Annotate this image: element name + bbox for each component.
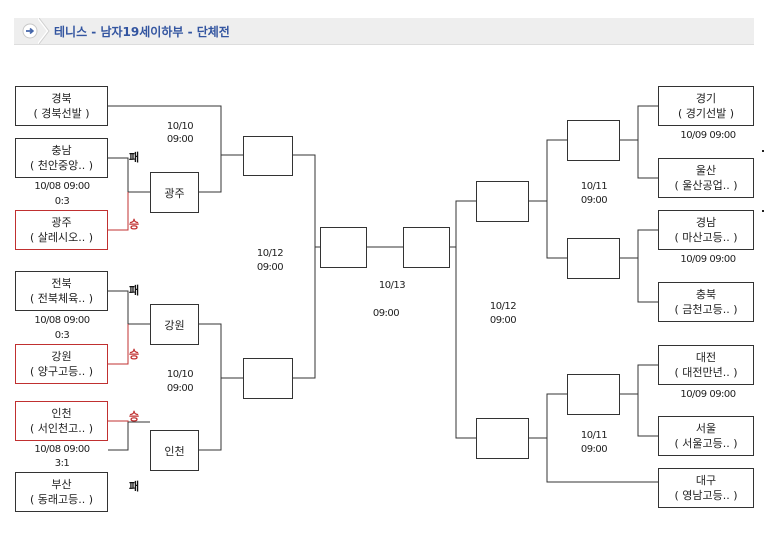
arrow-right-circle-icon	[22, 23, 38, 39]
team-card-right-4[interactable]: 충북 ( 금천고등.. )	[658, 282, 754, 322]
team-school: ( 경북선발 )	[33, 107, 90, 120]
round-date: 10/11	[580, 181, 608, 192]
team-school: ( 마산고등.. )	[674, 231, 738, 244]
round3-slot-right-2[interactable]	[476, 418, 529, 459]
round2-slot-left-2[interactable]: 강원	[150, 304, 199, 345]
edge-dot	[762, 210, 764, 212]
match-score: 3:1	[54, 458, 70, 469]
round2-slot-right-3[interactable]	[567, 374, 620, 415]
team-region: 서울	[695, 422, 717, 435]
team-school: ( 금천고등.. )	[674, 303, 738, 316]
team-region: 경북	[51, 92, 72, 105]
slot-team: 강원	[164, 318, 185, 332]
round-time: 09:00	[166, 134, 194, 145]
round-time: 09:00	[580, 444, 608, 455]
team-card-left-7[interactable]: 부산 ( 동래고등.. )	[15, 472, 108, 512]
team-school: ( 양구고등.. )	[29, 365, 94, 378]
round-time: 09:00	[256, 262, 284, 273]
team-region: 강원	[51, 350, 72, 363]
round-date: 10/10	[166, 121, 194, 132]
match-date: 10/09 09:00	[680, 130, 736, 141]
title-bar: 테니스 - 남자19세이하부 - 단체전	[14, 18, 754, 45]
team-region: 경남	[695, 216, 717, 229]
team-school: ( 서울고등.. )	[674, 437, 738, 450]
result-lose-marker: 패	[129, 151, 140, 164]
team-school: ( 동래고등.. )	[29, 493, 94, 506]
match-date: 10/08 09:00	[34, 181, 90, 192]
team-card-right-5[interactable]: 대전 ( 대전만년.. )	[658, 345, 754, 385]
round-time: 09:00	[166, 383, 194, 394]
team-card-right-7[interactable]: 대구 ( 영남고등.. )	[658, 468, 754, 508]
slot-team: 광주	[164, 186, 185, 200]
round-date: 10/12	[256, 248, 284, 259]
round2-slot-left-1[interactable]: 광주	[150, 172, 199, 213]
team-card-right-2[interactable]: 울산 ( 울산공업.. )	[658, 158, 754, 198]
team-school: ( 전북체육.. )	[29, 292, 94, 305]
team-card-left-4[interactable]: 전북 ( 전북체육.. )	[15, 271, 108, 311]
round-date: 10/12	[489, 301, 517, 312]
team-region: 대구	[695, 474, 717, 487]
team-school: ( 서인천고.. )	[29, 422, 94, 435]
match-score: 0:3	[54, 196, 70, 207]
round-time: 09:00	[580, 195, 608, 206]
header-divider-icon	[38, 18, 50, 44]
team-card-left-1[interactable]: 경북 ( 경북선발 )	[15, 86, 108, 126]
match-date: 10/08 09:00	[34, 444, 90, 455]
team-region: 충북	[695, 288, 717, 301]
result-win-marker: 승	[129, 218, 140, 231]
team-school: ( 천안중앙.. )	[29, 159, 94, 172]
team-region: 대전	[695, 351, 717, 364]
page-title: 테니스 - 남자19세이하부 - 단체전	[54, 25, 230, 39]
team-card-left-6[interactable]: 인천 ( 서인천고.. )	[15, 401, 108, 441]
round2-slot-left-3[interactable]: 인천	[150, 430, 199, 471]
team-region: 인천	[51, 407, 72, 420]
round-date: 10/11	[580, 430, 608, 441]
edge-dot	[762, 150, 764, 152]
team-card-right-3[interactable]: 경남 ( 마산고등.. )	[658, 210, 754, 250]
team-school: ( 경기선발 )	[677, 107, 735, 120]
team-region: 부산	[51, 478, 72, 491]
team-card-right-6[interactable]: 서울 ( 서울고등.. )	[658, 416, 754, 456]
team-school: ( 영남고등.. )	[674, 489, 738, 502]
round3-slot-left-1[interactable]	[243, 136, 293, 176]
team-region: 광주	[51, 216, 72, 229]
result-lose-marker: 패	[129, 284, 140, 297]
team-school: ( 살레시오.. )	[29, 231, 94, 244]
match-date: 10/08 09:00	[34, 315, 90, 326]
round-time: 09:00	[489, 315, 517, 326]
match-date: 10/09 09:00	[680, 389, 736, 400]
team-region: 경기	[695, 92, 717, 105]
semifinal-slot-right[interactable]	[403, 227, 450, 268]
team-card-left-2[interactable]: 충남 ( 천안중앙.. )	[15, 138, 108, 178]
team-card-right-1[interactable]: 경기 ( 경기선발 )	[658, 86, 754, 126]
match-score: 0:3	[54, 330, 70, 341]
team-region: 충남	[51, 144, 72, 157]
round2-slot-right-2[interactable]	[567, 238, 620, 279]
team-school: ( 울산공업.. )	[674, 179, 738, 192]
round3-slot-right-1[interactable]	[476, 181, 529, 222]
slot-team: 인천	[164, 444, 185, 458]
team-card-left-5[interactable]: 강원 ( 양구고등.. )	[15, 344, 108, 384]
result-lose-marker: 패	[129, 480, 140, 493]
final-time: 09:00	[372, 308, 400, 319]
result-win-marker: 승	[129, 410, 140, 423]
semifinal-slot-left[interactable]	[320, 227, 367, 268]
match-date: 10/09 09:00	[680, 254, 736, 265]
round3-slot-left-2[interactable]	[243, 358, 293, 399]
team-card-left-3[interactable]: 광주 ( 살레시오.. )	[15, 210, 108, 250]
result-win-marker: 승	[129, 348, 140, 361]
team-region: 울산	[695, 164, 717, 177]
team-school: ( 대전만년.. )	[674, 366, 738, 379]
round2-slot-right-1[interactable]	[567, 120, 620, 161]
round-date: 10/10	[166, 369, 194, 380]
team-region: 전북	[51, 277, 72, 290]
final-date: 10/13	[378, 280, 406, 291]
